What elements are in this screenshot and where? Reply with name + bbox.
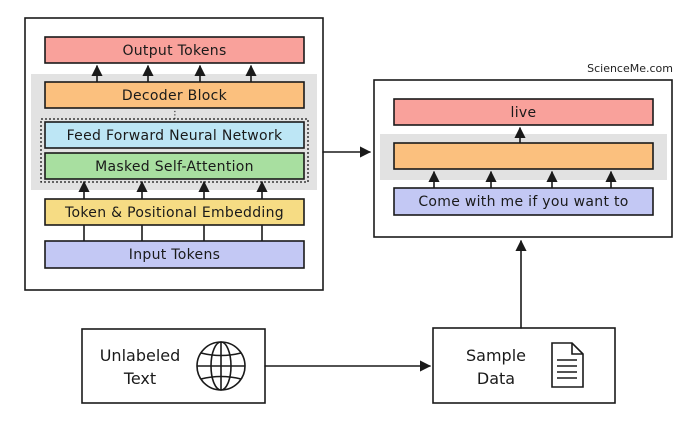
sample-data-box: Sample Data [432,327,616,404]
feed-forward-box: Feed Forward Neural Network [44,121,305,149]
document-icon [551,342,584,388]
watermark: ScienceMe.com [587,62,673,75]
globe-icon [196,341,246,391]
embedding-rect [44,198,305,226]
output-tokens-box: Output Tokens [44,36,305,64]
decoder-block-box: Decoder Block [44,81,305,109]
predicted-word-rect [393,98,654,126]
embedding-to-attention-arrows [78,180,268,200]
input-tokens-box: Input Tokens [44,240,305,269]
decoder-block-label: Decoder Block [122,88,228,104]
decoder-block-rect [44,81,305,109]
input-sentence-label: Come with me if you want to [418,194,628,210]
left-model-panel: Output Tokens Decoder Block ⋮ Feed Forwa… [24,17,324,291]
feed-forward-rect [44,121,305,149]
predicted-word-box: live [393,98,654,126]
embedding-box: Token & Positional Embedding [44,198,305,226]
decoder-layer-dotted-frame [40,118,309,183]
input-sentence-box: Come with me if you want to [393,187,654,216]
input-to-embedding-lines [83,225,263,242]
decoder-to-output-arrows [91,64,257,83]
unlabeled-text-line1: Unlabeled [100,346,181,365]
ellipsis-marker: ⋮ [170,110,180,121]
input-tokens-rect [44,240,305,269]
output-tokens-label: Output Tokens [122,43,226,59]
self-attention-box: Masked Self-Attention [44,152,305,180]
sentence-to-decoder-arrows [428,170,617,189]
unlabeled-text-line2: Text [123,369,156,388]
sample-data-line1: Sample [466,346,526,365]
self-attention-label: Masked Self-Attention [95,159,254,175]
self-attention-rect [44,152,305,180]
unlabeled-text-box: Unlabeled Text [81,328,266,404]
sample-data-line2: Data [477,369,515,388]
predicted-word-label: live [511,105,537,121]
right-model-panel: ScienceMe.com live Come with me if you w… [373,62,673,238]
input-sentence-rect [393,187,654,216]
input-tokens-label: Input Tokens [129,247,220,263]
sample-data-frame [432,327,616,404]
embedding-label: Token & Positional Embedding [64,205,284,221]
right-decoder-block-rect [393,142,654,170]
output-tokens-rect [44,36,305,64]
feed-forward-label: Feed Forward Neural Network [67,128,283,144]
